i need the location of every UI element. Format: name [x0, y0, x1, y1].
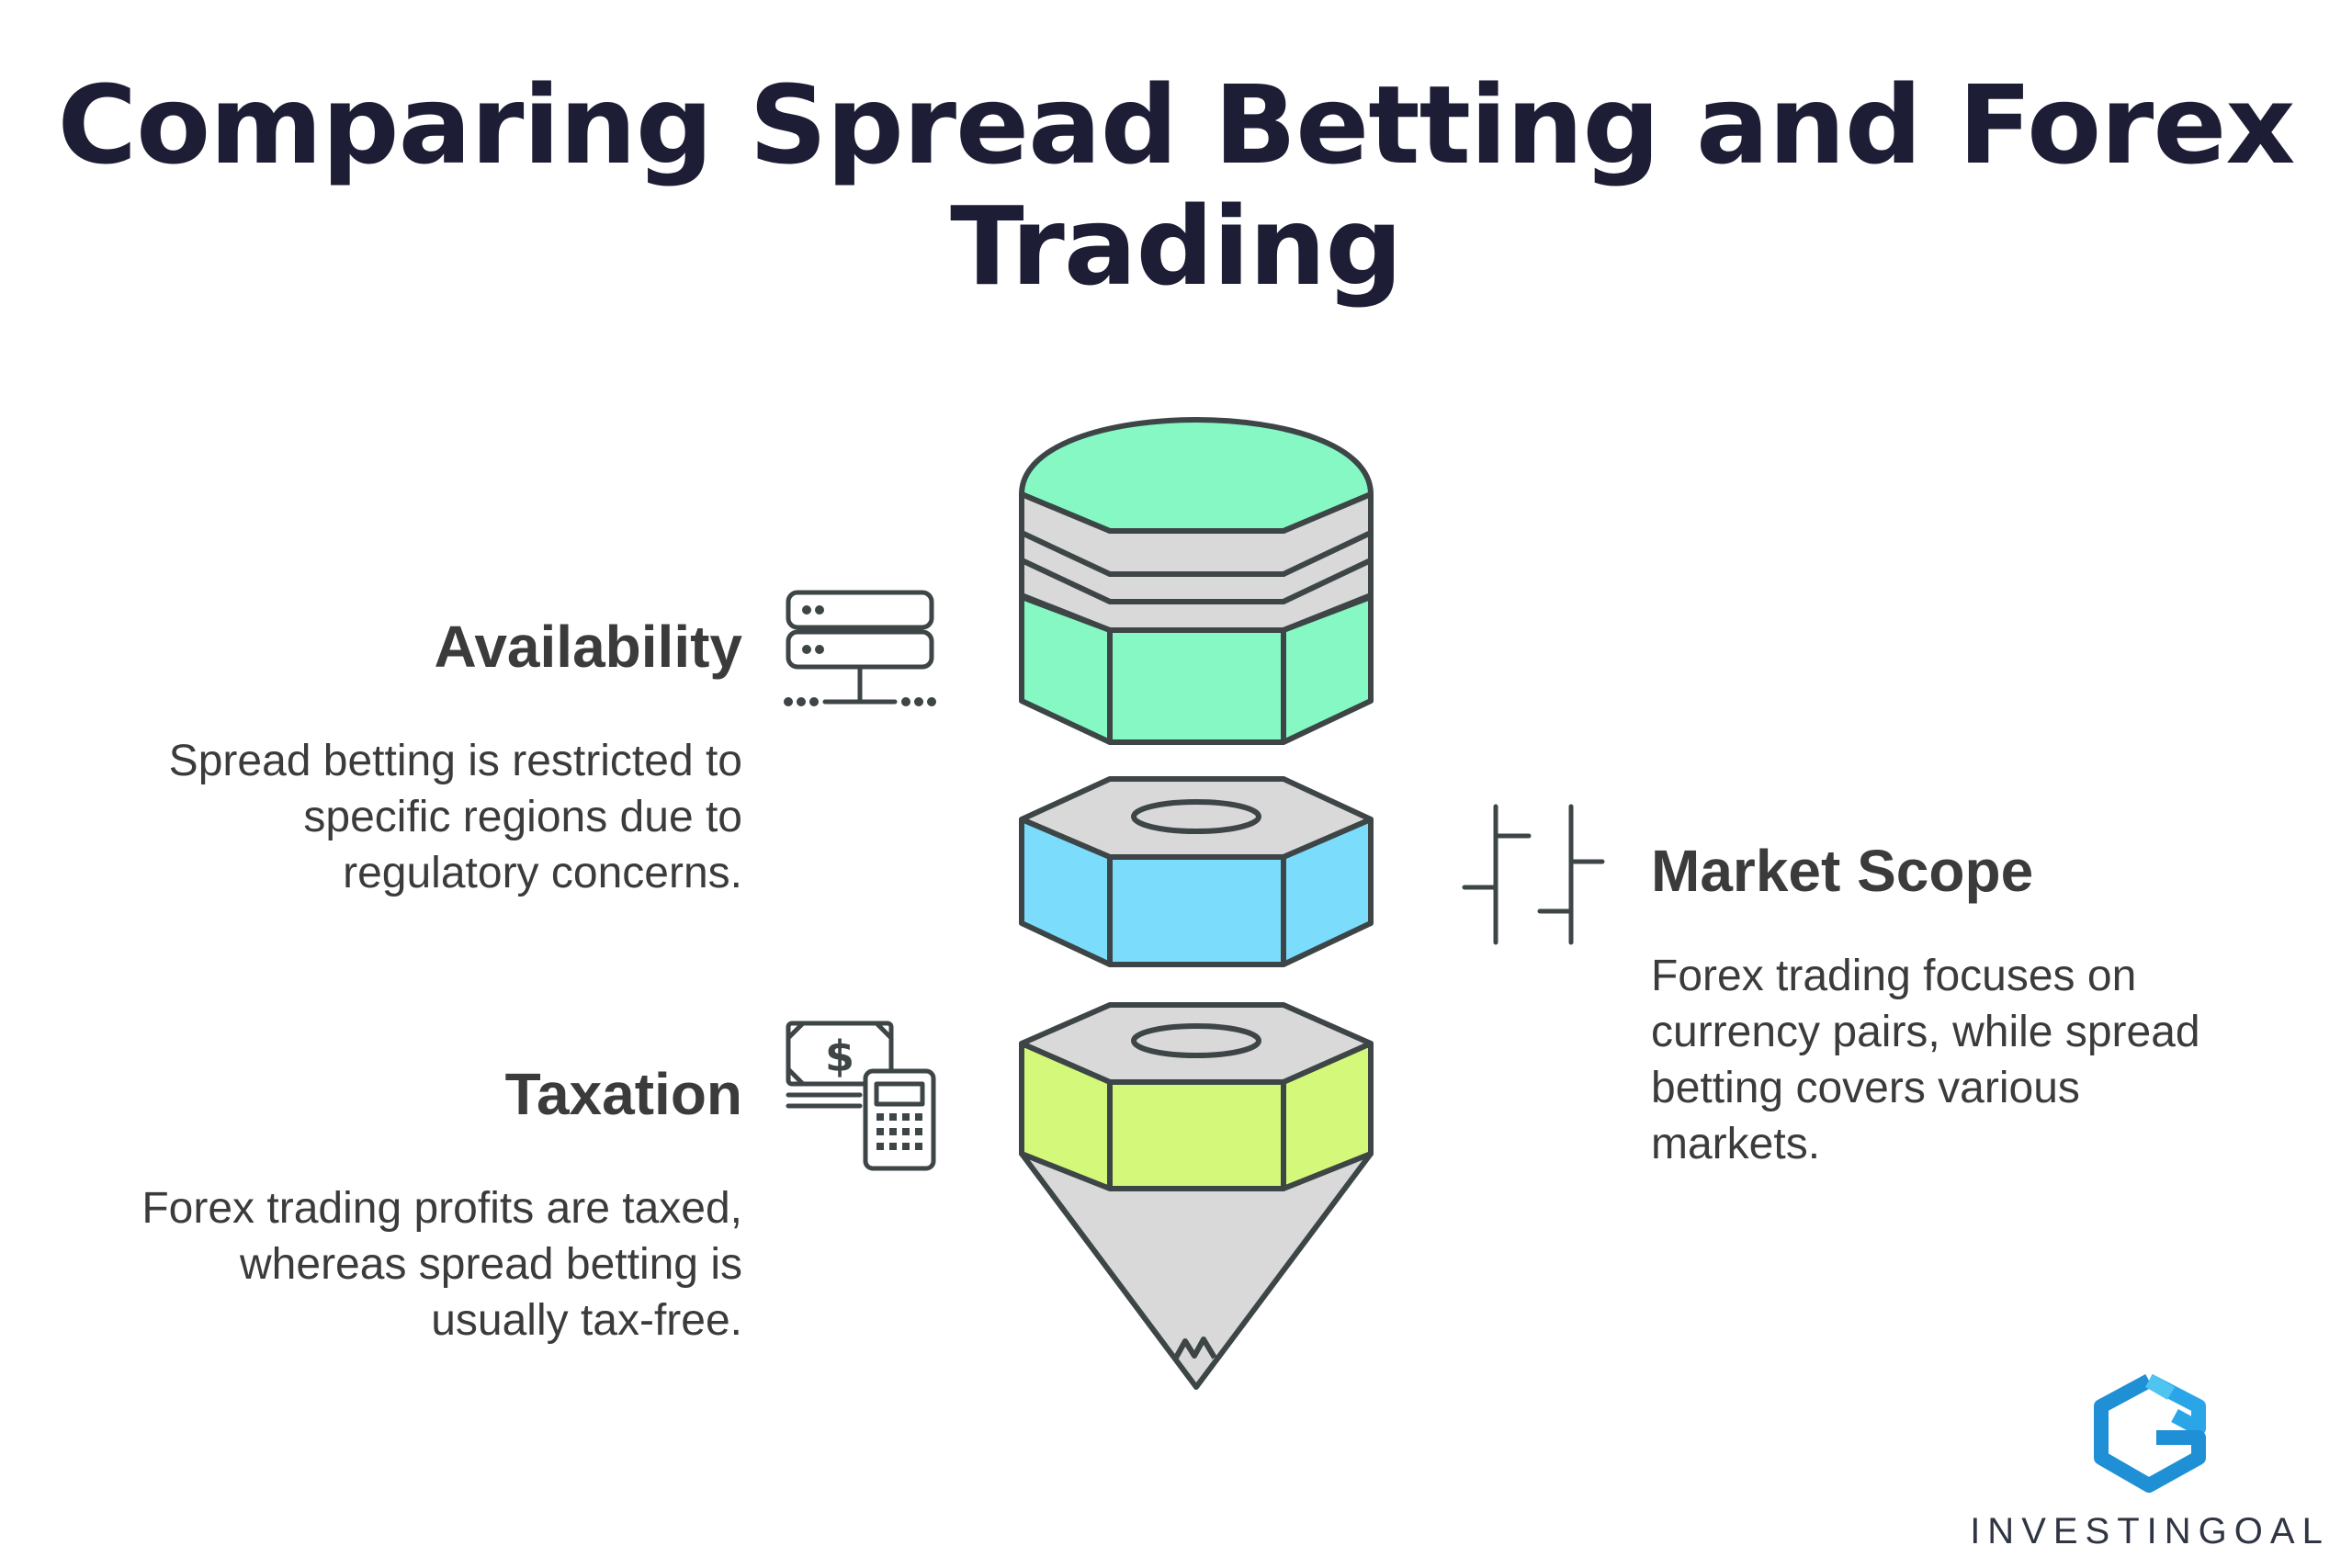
candlestick-chart-icon [1462, 804, 1605, 945]
stacked-pencil-diagram [1019, 417, 1374, 1390]
money-calculator-icon: $ [786, 1021, 936, 1171]
taxation-desc-line-3: usually tax-free. [431, 1296, 742, 1345]
taxation-desc-line-1: Forex trading profits are taxed, [141, 1184, 742, 1233]
top-segment [1019, 417, 1374, 745]
market-scope-description: Forex trading focuses on currency pairs,… [1651, 948, 2200, 1172]
middle-segment [1019, 776, 1374, 967]
title-line-1: Comparing Spread Betting and Forex [57, 62, 2296, 188]
brand-name: INVESTINGOAL [1970, 1511, 2330, 1551]
availability-description: Spread betting is restricted to specific… [169, 733, 742, 901]
taxation-description: Forex trading profits are taxed, whereas… [141, 1180, 742, 1348]
svg-text:$: $ [825, 1032, 854, 1081]
availability-desc-line-3: regulatory concerns. [343, 849, 742, 897]
availability-heading: Availability [434, 614, 742, 680]
server-icon [784, 590, 936, 706]
market-desc-line-2: currency pairs, while spread [1651, 1008, 2200, 1056]
market-scope-heading: Market Scope [1651, 838, 2034, 904]
availability-desc-line-1: Spread betting is restricted to [168, 737, 742, 785]
taxation-heading: Taxation [504, 1061, 742, 1127]
page-title: Comparing Spread Betting and Forex Tradi… [0, 64, 2352, 307]
market-desc-line-4: markets. [1651, 1120, 1821, 1168]
availability-desc-line-2: specific regions due to [303, 793, 742, 841]
title-line-2: Trading [950, 183, 1403, 310]
market-desc-line-3: betting covers various [1651, 1064, 2080, 1112]
investingoal-logo-icon [2094, 1373, 2206, 1493]
market-desc-line-1: Forex trading focuses on [1651, 952, 2137, 1000]
taxation-desc-line-2: whereas spread betting is [240, 1240, 742, 1289]
bottom-segment [1019, 1002, 1374, 1390]
